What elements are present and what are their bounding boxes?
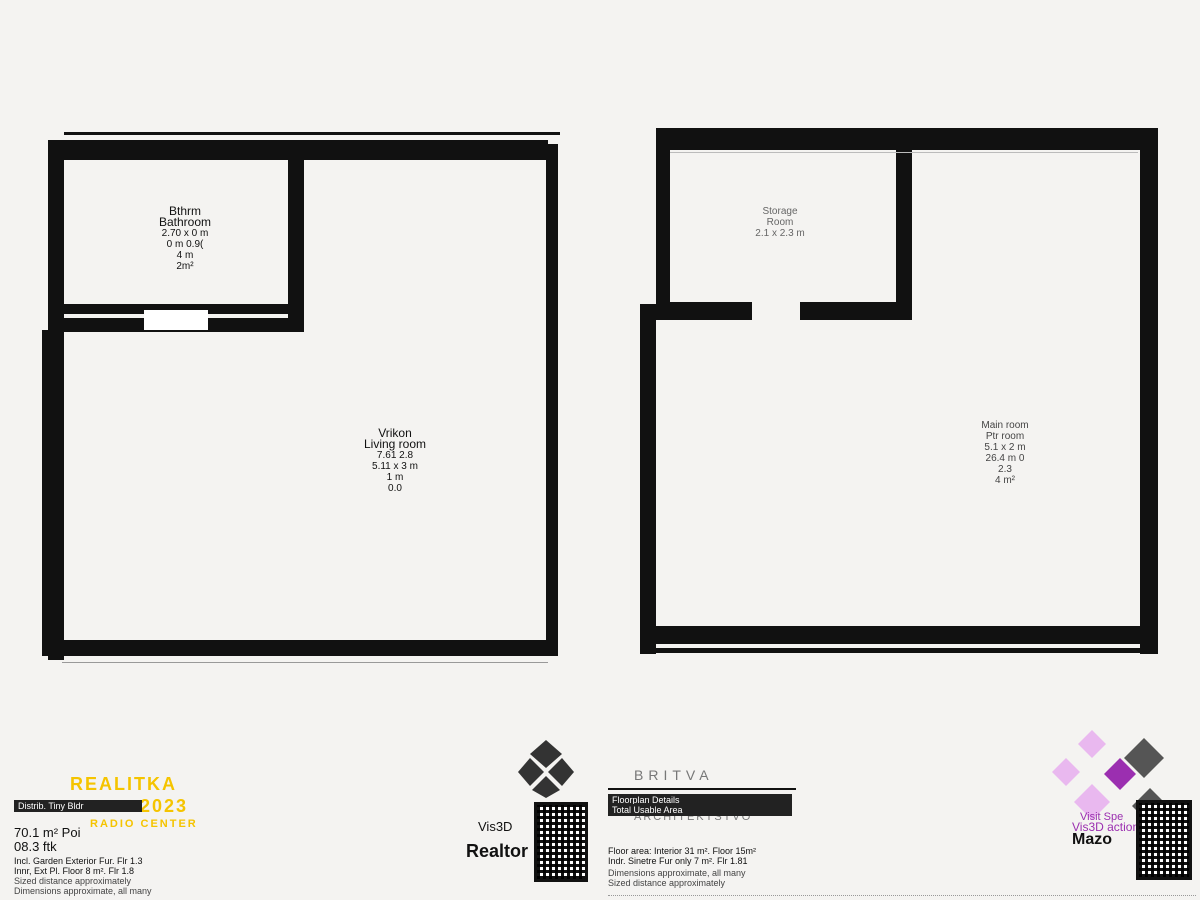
room-dimension: 5.11 x 3 m (372, 461, 418, 472)
wall (42, 330, 50, 656)
wall (546, 144, 558, 656)
footer-banner: Total Usable Area (608, 804, 792, 816)
wall (640, 648, 1156, 653)
footnote: Dimensions approximate, all many (14, 886, 152, 896)
window-marker (540, 640, 546, 646)
footer-banner: Distrib. Tiny Bldr (14, 800, 142, 812)
dimension-line (62, 662, 548, 663)
room-dimension: 1 m (386, 472, 404, 483)
partner-logo-wordmark: BRITVA (634, 767, 714, 783)
room-name: Room (766, 217, 794, 228)
dimension-line (670, 152, 1138, 153)
window-marker (898, 144, 904, 150)
area-detail: Innr, Ext Pl. Floor 8 m². Flr 1.8 (14, 866, 135, 876)
window-marker (292, 148, 298, 154)
area-detail: Incl. Garden Exterior Fur. Flr 1.3 (14, 856, 143, 866)
room-dimension: 2.3 (998, 464, 1012, 475)
room-dimension: 2.1 x 2.3 m (755, 228, 805, 239)
wall (48, 140, 548, 160)
footnote: Sized distance approximately (14, 876, 132, 886)
footnote: Sized distance approximately (608, 878, 726, 888)
room-area: 4 m² (995, 475, 1015, 486)
door-opening (144, 308, 208, 332)
partner-logo-subtitle: ARCHITEKTSTVO (634, 811, 753, 823)
brand-name: Realtor (466, 841, 529, 861)
area-detail: Indr. Sinetre Fur only 7 m². Flr 1.81 (608, 856, 748, 866)
dotted-divider (608, 895, 1196, 896)
room-name: Vrikon (378, 426, 412, 440)
room-dimension: 5.1 x 2 m (984, 442, 1026, 453)
footnote: Dimensions approximate, all many (608, 868, 746, 878)
bathroom-label: Bthrm Bathroom 2.70 x 0 m 0 m 0.9( 4 m 2… (150, 204, 220, 272)
logo-subtitle: RADIO CENTER (90, 818, 198, 830)
room-dimension: 7.61 2.8 (376, 450, 414, 461)
storage-room-label: Storage Room 2.1 x 2.3 m (745, 206, 815, 239)
area-detail: Floor area: Interior 31 m². Floor 15m² (608, 846, 757, 856)
wall (656, 302, 752, 320)
room-name: Ptr room (985, 431, 1025, 442)
room-dimension: 0 m 0.9( (166, 239, 204, 250)
wall (48, 140, 64, 660)
area-primary: 70.1 m² Poi (14, 825, 81, 840)
room-area: 0.0 (388, 483, 402, 494)
qr-code (534, 802, 588, 882)
room-name: Bathroom (158, 215, 212, 229)
wall (640, 304, 656, 654)
area-secondary: 08.3 ftk (14, 839, 57, 854)
divider (608, 788, 796, 790)
brand-name: Visit Spe (1080, 811, 1124, 823)
vis3d-logo-icon (518, 740, 574, 798)
logo-year: 2023 (140, 796, 189, 816)
wall (800, 302, 912, 320)
wall (288, 160, 304, 328)
wall (656, 128, 670, 308)
room-dimension: 2.70 x 0 m (161, 228, 209, 239)
room-name: Living room (363, 437, 427, 451)
wall (896, 140, 912, 320)
wall (48, 640, 548, 656)
wall (1140, 140, 1158, 654)
brand-name: Mazo (1072, 831, 1112, 848)
room-dimension: 4 m (176, 250, 194, 261)
room-name: Bthrm (168, 204, 201, 218)
room-area: 2m² (176, 261, 194, 272)
footer-banner: Floorplan Details (608, 794, 792, 806)
wall (640, 626, 1158, 644)
room-name: Storage (762, 206, 798, 217)
wall (64, 132, 560, 135)
window-marker (48, 148, 54, 154)
brand-name: Vis3D (478, 819, 513, 834)
qr-code (1136, 800, 1192, 880)
window-marker (1144, 144, 1150, 150)
main-room-label: Main room Ptr room 5.1 x 2 m 26.4 m 0 2.… (965, 420, 1045, 486)
room-dimension: 26.4 m 0 (985, 453, 1025, 464)
logo-wordmark: REALITKA (70, 774, 177, 794)
room-name: Main room (981, 420, 1029, 431)
living-room-label: Vrikon Living room 7.61 2.8 5.11 x 3 m 1… (360, 426, 430, 494)
brand-name: Vis3D action (1072, 820, 1140, 834)
wall (656, 128, 1158, 150)
